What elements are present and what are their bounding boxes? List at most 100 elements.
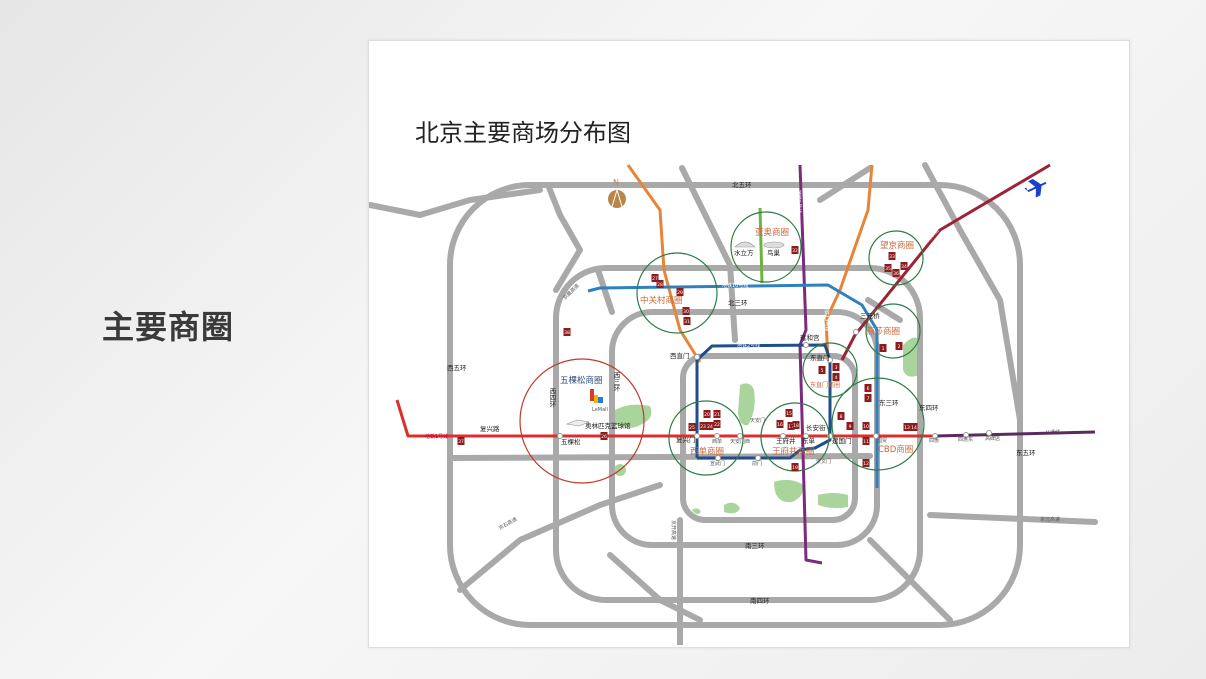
lemall-logo-text: LeMall: [592, 407, 608, 413]
station-label: 五棵松: [561, 437, 581, 446]
stations: [557, 329, 992, 461]
store-marker: 27: [651, 274, 659, 282]
station-label: 四惠: [929, 437, 939, 444]
store-marker: 25: [688, 423, 696, 431]
store-number: 33: [889, 254, 895, 260]
line-label: 机场快轨: [921, 227, 940, 246]
road-label: 北三环: [728, 299, 748, 307]
zone-label: 王府井商圈: [772, 446, 815, 457]
zone-label: 中关村商圈: [640, 295, 683, 306]
store-marker: 33: [888, 252, 896, 260]
line-label: 地铁1号线: [425, 433, 448, 440]
station-label: 长安街: [806, 423, 826, 432]
station-label: 三元桥: [860, 311, 880, 320]
station-label: 西单: [712, 438, 722, 445]
store-number: 17: [788, 424, 794, 430]
store-marker: 23: [699, 422, 707, 430]
store-number: 26: [601, 434, 607, 440]
line-label: 地铁5号线: [795, 190, 802, 213]
store-number: 23: [700, 424, 706, 430]
store-marker: 9: [846, 422, 854, 430]
store-marker: 35: [884, 264, 892, 272]
station-label: 水立方: [734, 248, 754, 257]
store-marker: 2: [895, 342, 903, 350]
station-label: 雍和宫: [800, 333, 820, 342]
store-number: 20: [704, 412, 710, 418]
road-label: 西五环: [447, 364, 467, 372]
lemall-logo-icon: [590, 389, 603, 403]
store-number: 37: [458, 439, 464, 445]
store-marker: 15: [785, 409, 793, 417]
store-number: 15: [786, 411, 792, 417]
store-marker: 4: [832, 373, 840, 381]
station-label: 复兴门: [676, 435, 696, 444]
birds-nest-icon: [763, 241, 785, 249]
store-number: 32: [792, 248, 798, 254]
store-marker: 21: [713, 410, 721, 418]
airplane-icon: [1024, 179, 1047, 198]
station-label: 崇文门: [816, 458, 831, 465]
station-label: 东直门: [810, 353, 830, 362]
store-number: 28: [657, 282, 663, 288]
store-marker: 31: [683, 317, 691, 325]
roads: [369, 162, 1098, 645]
store-number: 7: [867, 396, 870, 402]
store-marker: 10: [862, 422, 870, 430]
store-number: 8: [840, 414, 843, 420]
station-label: 国贸: [877, 437, 887, 444]
compass-icon: N: [608, 178, 626, 211]
road-label: 北五环: [732, 181, 752, 189]
store-marker: 3: [832, 363, 840, 371]
store-number: 16: [777, 422, 783, 428]
zone-wukesong: [519, 358, 645, 484]
store-marker: 20: [703, 410, 711, 418]
zone-yansha: [865, 303, 921, 359]
line-label: 地铁13号线: [823, 305, 830, 331]
store-marker: 5: [818, 366, 826, 374]
store-number: 9: [849, 424, 852, 430]
zone-label: 燕莎商圈: [866, 326, 900, 337]
store-number: 18: [793, 423, 799, 429]
store-marker: 6: [864, 384, 872, 392]
zone-yaao: [730, 211, 802, 283]
station-label: 宣武门: [710, 460, 725, 467]
store-marker: 36: [892, 269, 900, 277]
store-marker: 14: [910, 423, 918, 431]
store-number: 30: [683, 309, 689, 315]
line-label: 地铁10号线: [722, 282, 748, 289]
station-label: 东单: [802, 436, 816, 445]
store-number: 34: [901, 264, 907, 270]
station-label: 前门: [752, 460, 762, 467]
store-marker: 1: [879, 344, 887, 352]
store-number: 38: [564, 330, 570, 336]
zone-label: 东直门商圈: [810, 381, 840, 389]
subway-lines: [395, 163, 1096, 565]
store-marker: 17: [787, 422, 795, 430]
station-label: 鸟巢: [767, 248, 781, 257]
zone-dongzhimen: [802, 342, 858, 398]
station-label: 建国门: [832, 436, 852, 445]
arena-icon: [565, 419, 591, 427]
store-marker: 24: [706, 422, 714, 430]
store-number: 13: [904, 425, 910, 431]
zone-label: 亚奥商圈: [755, 227, 789, 238]
store-number: 36: [893, 271, 899, 277]
station-label: 天安门西: [730, 438, 750, 445]
road-label: 京开高速: [670, 520, 677, 540]
store-number: 22: [714, 422, 720, 428]
store-number: 5: [821, 368, 824, 374]
store-marker: 18: [792, 421, 800, 429]
section-title: 主要商圈: [102, 308, 235, 346]
store-number: 10: [863, 424, 869, 430]
road-label: 东五环: [1016, 448, 1036, 457]
store-number: 31: [684, 319, 690, 325]
zone-label: 西单商圈: [690, 446, 724, 457]
trade-zones: [519, 211, 925, 484]
parks: [614, 337, 921, 515]
store-number: 12: [863, 461, 869, 467]
store-marker: 8: [837, 412, 845, 420]
store-marker: 29: [676, 288, 684, 296]
zone-wangjing: [868, 230, 924, 286]
zone-label: CBD商圈: [878, 444, 913, 455]
store-number: 25: [689, 425, 695, 431]
